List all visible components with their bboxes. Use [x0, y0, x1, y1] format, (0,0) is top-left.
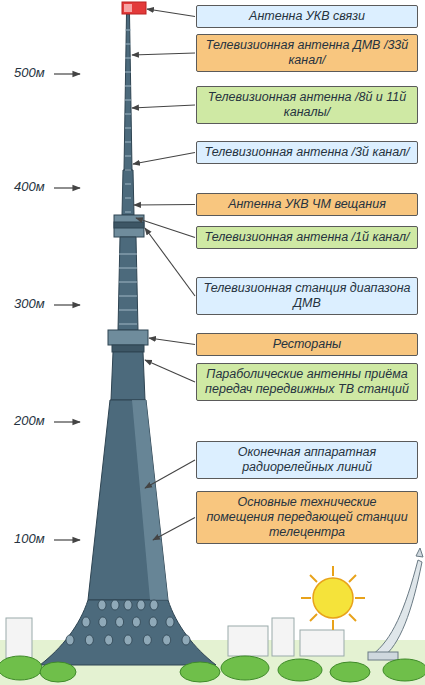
callout-box: Антенна УКВ ЧМ вещания: [196, 193, 418, 216]
leader-line: [134, 204, 195, 206]
callout-text: Антенна УКВ связи: [249, 9, 365, 24]
callout-text: Телевизионная станция диапазона ДМВ: [203, 281, 411, 311]
callout-text: Телевизионная антенна /8й и 11й каналы/: [203, 90, 411, 120]
leader-line: [145, 228, 195, 296]
callout-box: Антенна УКВ связи: [196, 5, 418, 28]
callout-box: Телевизионная станция диапазона ДМВ: [196, 277, 418, 315]
callout-text: Оконечная аппаратная радиорелейных линий: [203, 445, 411, 475]
callout-box: Оконечная аппаратная радиорелейных линий: [196, 441, 418, 479]
height-label: 200м: [14, 413, 45, 428]
height-label: 100м: [14, 531, 45, 546]
leader-line: [132, 53, 195, 55]
leader-line: [145, 460, 195, 488]
callout-text: Основные технические помещения передающе…: [203, 495, 411, 540]
callout-box: Телевизионная антенна /8й и 11й каналы/: [196, 86, 418, 124]
leader-line: [147, 9, 195, 17]
callout-box: Телевизионная антенна /1й канал/: [196, 226, 418, 249]
height-label: 300м: [14, 296, 45, 311]
callout-text: Телевизионная антенна /3й канал/: [204, 145, 409, 160]
callout-text: Параболические антенны приёма передач пе…: [203, 367, 411, 397]
leader-line: [132, 105, 195, 108]
callout-text: Рестораны: [273, 337, 341, 352]
callout-box: Телевизионная антенна /3й канал/: [196, 141, 418, 164]
leader-line: [133, 153, 195, 165]
callout-box: Основные технические помещения передающе…: [196, 491, 418, 544]
callout-box: Параболические антенны приёма передач пе…: [196, 363, 418, 401]
height-label: 400м: [14, 179, 45, 194]
leader-line: [136, 218, 195, 238]
callout-box: Телевизионная антенна ДМВ /33й канал/: [196, 34, 418, 72]
callout-text: Антенна УКВ ЧМ вещания: [228, 197, 386, 212]
callout-text: Телевизионная антенна /1й канал/: [204, 230, 409, 245]
callout-box: Рестораны: [196, 333, 418, 356]
leader-line: [153, 518, 195, 541]
leader-line: [145, 360, 195, 382]
callout-text: Телевизионная антенна ДМВ /33й канал/: [203, 38, 411, 68]
height-label: 500м: [14, 65, 45, 80]
leader-line: [149, 338, 195, 345]
